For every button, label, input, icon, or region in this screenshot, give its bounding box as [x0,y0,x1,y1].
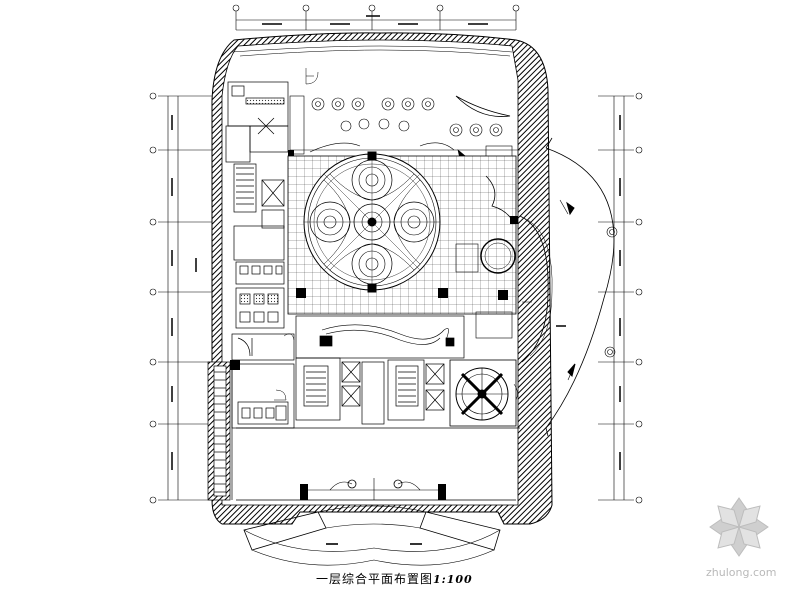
drawing-scale: 1:100 [433,573,473,586]
door-swings [274,68,532,401]
right-dimension-line [598,92,643,504]
left-lower-rooms [207,361,520,501]
structural-columns [230,150,518,500]
central-floor-medallion [303,151,441,293]
round-feature-right [455,175,516,339]
lower-right-medallion [449,359,517,427]
table-row-top [311,97,435,111]
watermark-text: zhulong.com [706,566,777,579]
drawing-title: 一层综合平面布置图 [316,572,434,586]
watermark-logo [709,497,769,557]
drawing-caption: 一层综合平面布置图1:100 [316,570,516,588]
right-curved-entrance [519,137,615,437]
left-service-rooms [225,81,295,361]
main-entrance [236,478,516,566]
left-dimension-line [149,92,215,504]
top-dimension-line [232,4,520,31]
core-elevators-stairs [295,315,465,425]
table-row-second [340,118,503,137]
